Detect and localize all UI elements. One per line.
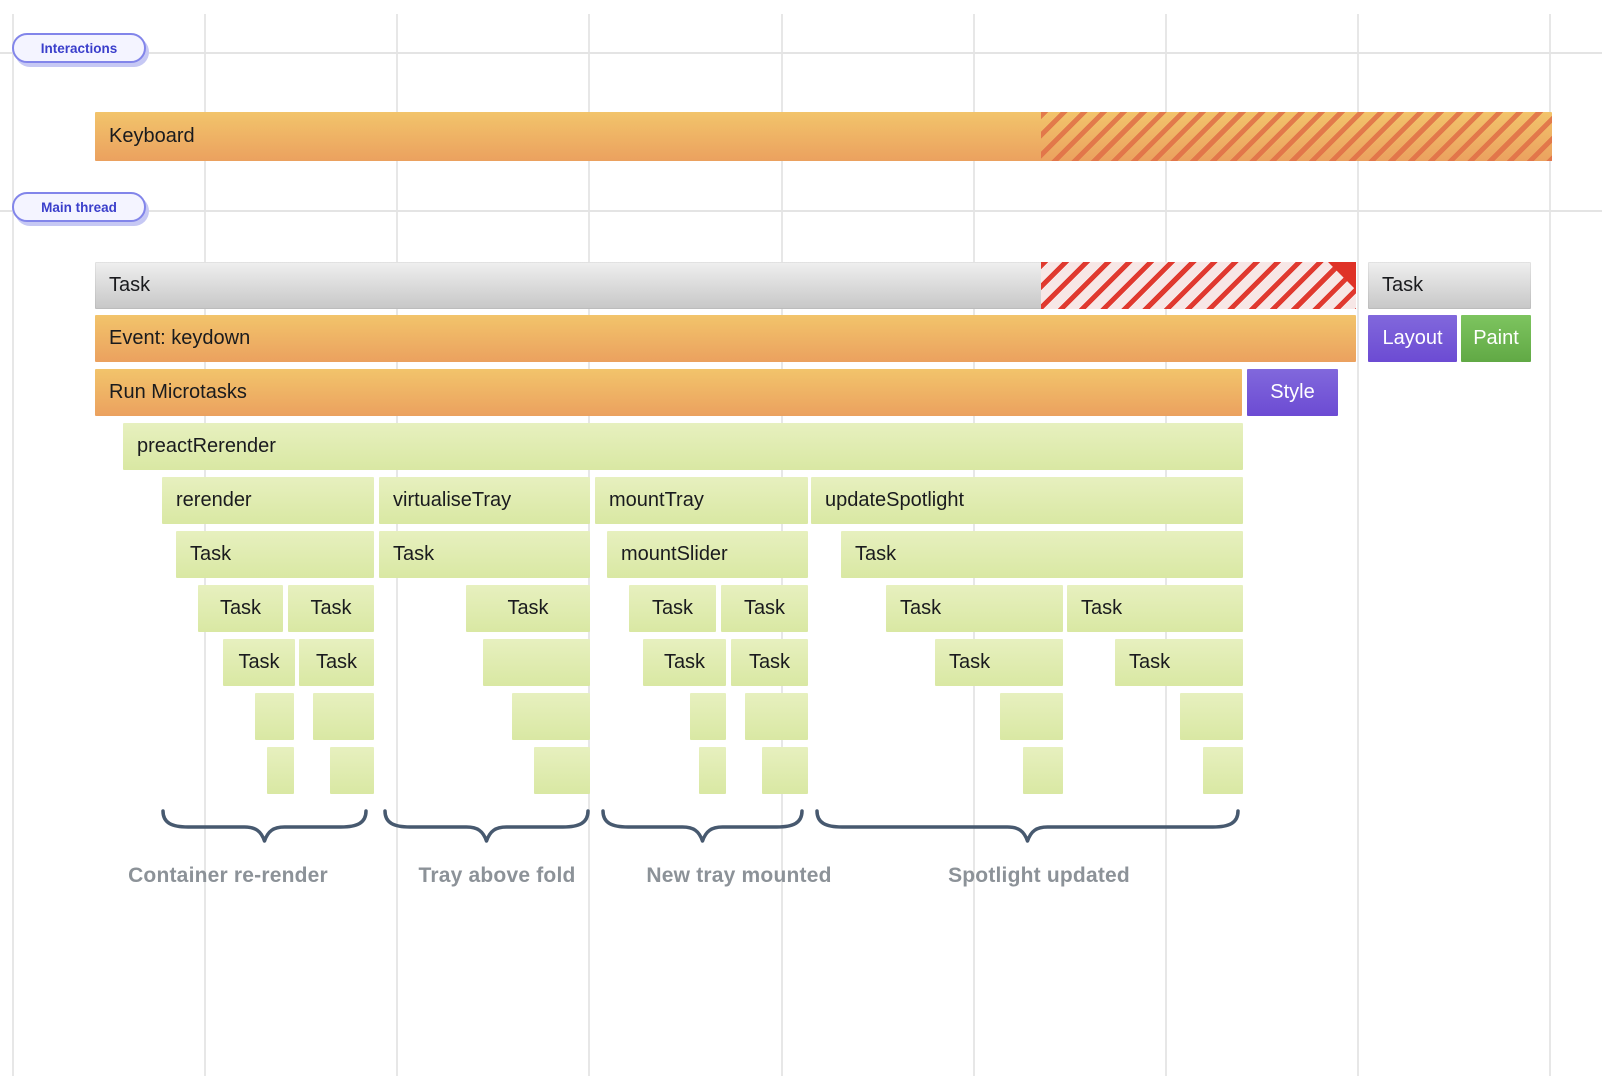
- preact-rerender-bar-label: preactRerender: [137, 435, 276, 457]
- anonymous-task-bar[interactable]: [512, 693, 590, 740]
- track-label-main-thread-text: Main thread: [41, 199, 117, 215]
- task-bar-label: Task: [393, 543, 435, 565]
- task-bar-label: Task: [949, 651, 991, 673]
- grid-vertical-line: [12, 14, 14, 1076]
- annotation-label: Container re-render: [128, 864, 328, 887]
- virtualise-tray-bar[interactable]: virtualiseTray: [379, 477, 590, 524]
- anonymous-task-bar[interactable]: [330, 747, 374, 794]
- long-task-corner-triangle: [1328, 262, 1356, 290]
- track-label-interactions[interactable]: Interactions: [12, 33, 146, 63]
- rerender-bar-label: rerender: [176, 489, 252, 511]
- annotation-label: New tray mounted: [646, 864, 832, 887]
- task-bar-label: Task: [663, 651, 706, 673]
- anonymous-task-bar[interactable]: [267, 747, 294, 794]
- anonymous-task-bar[interactable]: [1000, 693, 1063, 740]
- task-bar[interactable]: Task: [1115, 639, 1243, 686]
- track-label-main-thread[interactable]: Main thread: [12, 192, 146, 222]
- mount-tray-bar[interactable]: mountTray: [595, 477, 808, 524]
- run-microtasks-bar[interactable]: Run Microtasks: [95, 369, 1242, 416]
- task-bar[interactable]: Task: [886, 585, 1063, 632]
- layout-bar[interactable]: Layout: [1368, 315, 1457, 362]
- task-bar[interactable]: Task: [731, 639, 808, 686]
- paint-bar-label: Paint: [1473, 327, 1519, 349]
- update-spotlight-bar[interactable]: updateSpotlight: [811, 477, 1243, 524]
- long-task-bar[interactable]: Task: [95, 262, 1356, 309]
- track-separator-line: [0, 52, 1602, 54]
- task-bar-label: Task: [1081, 597, 1123, 619]
- annotation-brace: [161, 809, 368, 843]
- task-bar-label: Task: [315, 651, 358, 673]
- anonymous-task-bar[interactable]: [1180, 693, 1243, 740]
- update-spotlight-bar-label: updateSpotlight: [825, 489, 965, 511]
- task-bar[interactable]: Task: [299, 639, 374, 686]
- task-bar-label: Task: [900, 597, 942, 619]
- task-bar[interactable]: Task: [288, 585, 374, 632]
- annotation-brace: [815, 809, 1240, 843]
- annotation-brace: [383, 809, 590, 843]
- event-keydown-bar-label: Event: keydown: [109, 327, 251, 349]
- keyboard-interaction-bar-label: Keyboard: [109, 125, 195, 147]
- task-bar[interactable]: Task: [643, 639, 726, 686]
- anonymous-task-bar[interactable]: [690, 693, 726, 740]
- task-bar[interactable]: Task: [379, 531, 590, 578]
- grid-vertical-line: [1357, 14, 1359, 1076]
- anonymous-task-bar[interactable]: [313, 693, 374, 740]
- long-task-bar-label: Task: [109, 274, 151, 296]
- preact-rerender-bar[interactable]: preactRerender: [123, 423, 1243, 470]
- task-bar[interactable]: Task: [841, 531, 1243, 578]
- anonymous-task-bar[interactable]: [699, 747, 726, 794]
- anonymous-task-bar[interactable]: [483, 639, 590, 686]
- task-bar-right-label: Task: [1382, 274, 1424, 296]
- task-bar[interactable]: Task: [629, 585, 716, 632]
- style-bar[interactable]: Style: [1247, 369, 1338, 416]
- task-bar-label: Task: [310, 597, 352, 619]
- task-bar-right[interactable]: Task: [1368, 262, 1531, 309]
- long-task-overrun-hatch: [1041, 262, 1356, 309]
- rerender-bar[interactable]: rerender: [162, 477, 374, 524]
- anonymous-task-bar[interactable]: [1023, 747, 1063, 794]
- task-bar-label: Task: [1129, 651, 1171, 673]
- virtualise-tray-bar-label: virtualiseTray: [393, 489, 512, 511]
- task-bar[interactable]: Task: [721, 585, 808, 632]
- task-bar-label: Task: [507, 597, 549, 619]
- task-bar[interactable]: Task: [223, 639, 295, 686]
- anonymous-task-bar[interactable]: [745, 693, 808, 740]
- run-microtasks-bar-label: Run Microtasks: [109, 381, 247, 403]
- mount-slider-bar-label: mountSlider: [621, 543, 728, 565]
- event-keydown-bar[interactable]: Event: keydown: [95, 315, 1356, 362]
- anonymous-task-bar[interactable]: [255, 693, 294, 740]
- track-separator-line: [0, 210, 1602, 212]
- mount-slider-bar[interactable]: mountSlider: [607, 531, 808, 578]
- track-label-interactions-text: Interactions: [40, 40, 118, 56]
- task-bar-label: Task: [855, 543, 897, 565]
- mount-tray-bar-label: mountTray: [609, 489, 704, 511]
- paint-bar[interactable]: Paint: [1461, 315, 1531, 362]
- task-bar[interactable]: Task: [176, 531, 374, 578]
- task-bar-label: Task: [190, 543, 232, 565]
- annotation-label: Spotlight updated: [948, 864, 1130, 887]
- task-bar[interactable]: Task: [935, 639, 1063, 686]
- anonymous-task-bar[interactable]: [762, 747, 808, 794]
- keyboard-interaction-bar[interactable]: Keyboard: [95, 112, 1552, 161]
- style-bar-label: Style: [1270, 381, 1315, 403]
- anonymous-task-bar[interactable]: [534, 747, 590, 794]
- layout-bar-label: Layout: [1382, 327, 1443, 349]
- task-bar-label: Task: [651, 597, 694, 619]
- task-bar-label: Task: [748, 651, 791, 673]
- task-bar-label: Task: [743, 597, 786, 619]
- task-bar-label: Task: [238, 651, 280, 673]
- task-bar[interactable]: Task: [466, 585, 590, 632]
- task-bar[interactable]: Task: [198, 585, 283, 632]
- anonymous-task-bar[interactable]: [1203, 747, 1243, 794]
- task-bar[interactable]: Task: [1067, 585, 1243, 632]
- task-bar-label: Task: [219, 597, 262, 619]
- annotation-label: Tray above fold: [418, 864, 576, 887]
- interaction-delay-hatch: [1041, 112, 1552, 161]
- annotation-brace: [601, 809, 804, 843]
- grid-vertical-line: [1549, 14, 1551, 1076]
